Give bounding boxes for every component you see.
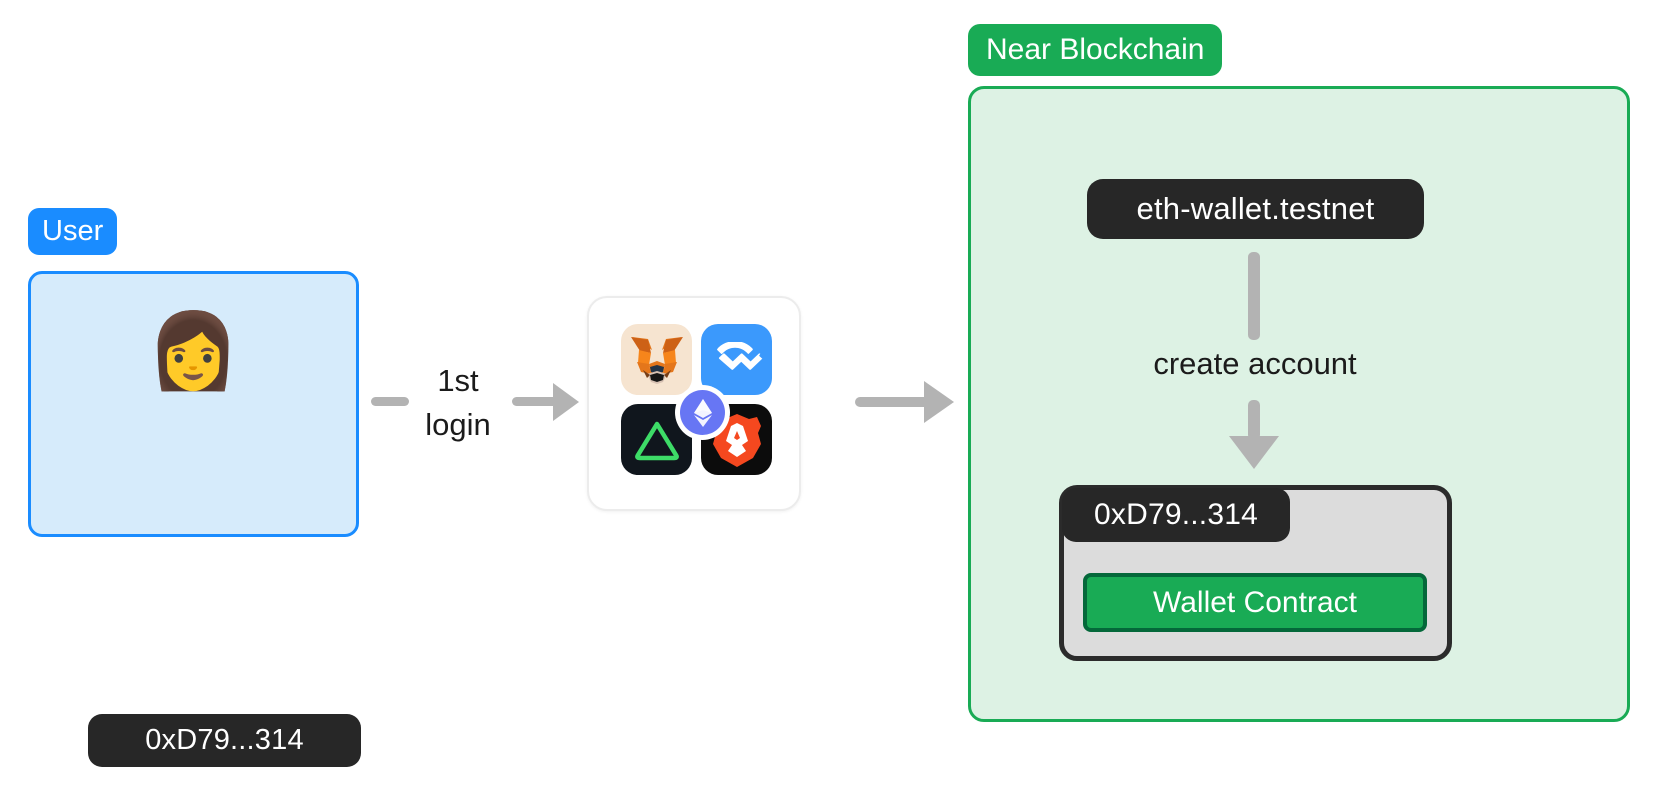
walletconnect-icon[interactable] [701,324,772,395]
arrow-down-icon-shaft [1248,400,1260,440]
wallet-contract-button[interactable]: Wallet Contract [1083,573,1427,632]
arrow-right-icon [553,383,579,421]
near-account-pill: eth-wallet.testnet [1087,179,1424,239]
wallet-providers-card [587,296,801,511]
user-address-pill: 0xD79...314 [88,714,361,767]
vertical-line [1248,252,1260,340]
create-account-label: create account [1153,346,1357,381]
ethereum-icon [675,385,730,440]
user-group-container: 👩 0xD79...314 [28,271,361,767]
first-login-line1: 1st [437,363,479,398]
line-segment [371,397,409,406]
near-group-badge: Near Blockchain [968,24,1223,76]
person-emoji: 👩 [147,309,240,392]
arrow-right-icon-shaft [512,397,562,406]
arrow-down-icon [1229,436,1279,469]
user-group-badge: User [28,208,118,255]
metamask-icon[interactable] [621,324,692,395]
first-login-line2: login [425,407,491,442]
contract-address-pill: 0xD79...314 [1062,488,1290,542]
arrow-right-icon [924,381,954,423]
arrow-right-icon-shaft [855,397,931,407]
first-login-label: 1st login [409,359,507,447]
